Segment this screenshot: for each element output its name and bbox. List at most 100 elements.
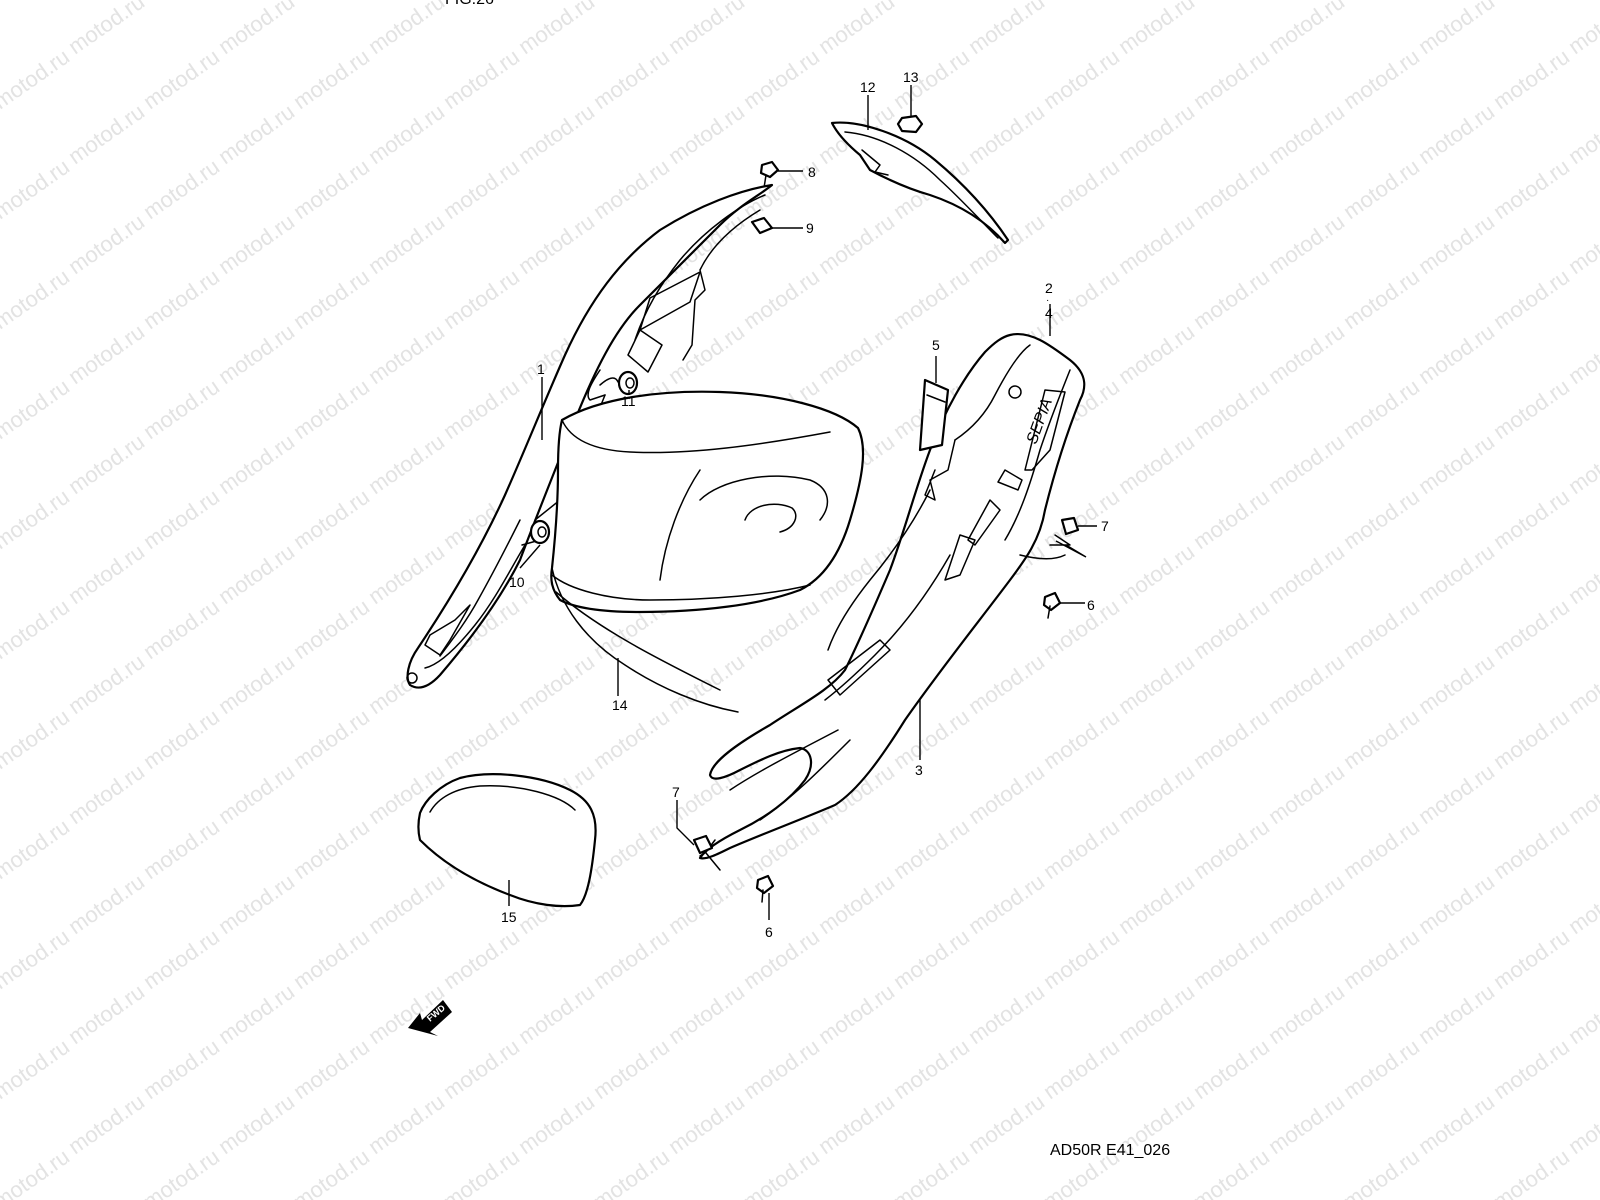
watermark-text: motod.ru [1489, 0, 1574, 4]
watermark-text: motod.ru [814, 1089, 899, 1159]
watermark-text: motod.ru [589, 44, 674, 114]
watermark-text: motod.ru [1114, 209, 1199, 279]
callout-7-upper: 7 [1101, 518, 1109, 534]
watermark-text: motod.ru [514, 979, 599, 1049]
watermark-text: motod.ru [214, 319, 299, 389]
watermark-text: motod.ru [1189, 264, 1274, 334]
watermark-text: motod.ru [964, 99, 1049, 169]
watermark-text: motod.ru [1489, 154, 1574, 224]
watermark-text: motod.ru [1339, 594, 1424, 664]
watermark-text: motod.ru [1564, 0, 1600, 59]
watermark-text: motod.ru [1339, 1034, 1424, 1104]
watermark-text: motod.ru [0, 0, 74, 4]
watermark-text: motod.ru [1489, 1034, 1574, 1104]
watermark-text: motod.ru [889, 814, 974, 884]
callout-4: 4 [1045, 305, 1053, 321]
watermark-text: motod.ru [514, 649, 599, 719]
watermark-text: motod.ru [739, 0, 824, 4]
watermark-text: motod.ru [739, 1034, 824, 1104]
watermark-text: motod.ru [139, 1144, 224, 1200]
watermark-text: motod.ru [739, 264, 824, 334]
watermark-text: motod.ru [589, 154, 674, 224]
watermark-text: motod.ru [139, 1034, 224, 1104]
watermark-text: motod.ru [1564, 649, 1600, 719]
watermark-text: motod.ru [514, 1089, 599, 1159]
watermark-text: motod.ru [739, 924, 824, 994]
watermark-text: motod.ru [814, 869, 899, 939]
watermark-text: motod.ru [514, 209, 599, 279]
watermark-text: motod.ru [1114, 429, 1199, 499]
watermark-text: motod.ru [139, 0, 224, 4]
part-7-lower-clip [692, 834, 721, 871]
watermark-text: motod.ru [1489, 704, 1574, 774]
watermark-text: motod.ru [814, 209, 899, 279]
part-5-rubber-strip [918, 378, 950, 452]
watermark-text: motod.ru [1189, 1144, 1274, 1200]
watermark-text: motod.ru [64, 1089, 149, 1159]
watermark-text: motod.ru [1489, 814, 1574, 884]
watermark-text: motod.ru [1039, 484, 1124, 554]
callout-7-lower: 7 [672, 784, 680, 800]
watermark-text: motod.ru [1489, 44, 1574, 114]
watermark-text: motod.ru [214, 1089, 299, 1159]
watermark-text: motod.ru [1414, 869, 1499, 939]
watermark-text: motod.ru [1339, 44, 1424, 114]
watermark-text: motod.ru [1564, 539, 1600, 609]
watermark-text: motod.ru [0, 814, 74, 884]
watermark-text: motod.ru [589, 704, 674, 774]
watermark-text: motod.ru [1114, 539, 1199, 609]
watermark-text: motod.ru [1564, 869, 1600, 939]
callout-9: 9 [806, 220, 814, 236]
watermark-text: motod.ru [739, 44, 824, 114]
watermark-text: motod.ru [1489, 374, 1574, 444]
watermark-text: motod.ru [1414, 649, 1499, 719]
part-14-helmet-box [550, 390, 865, 713]
watermark-text: motod.ru [0, 1034, 74, 1104]
callout-8: 8 [808, 164, 816, 180]
watermark-text: motod.ru [1189, 374, 1274, 444]
watermark-text: motod.ru [364, 209, 449, 279]
watermark-text: motod.ru [664, 649, 749, 719]
watermark-text: motod.ru [289, 264, 374, 334]
watermark-text: motod.ru [514, 0, 599, 59]
watermark-text: motod.ru [964, 1089, 1049, 1159]
watermark-text: motod.ru [1339, 0, 1424, 4]
watermark-text: motod.ru [1039, 814, 1124, 884]
watermark-text: motod.ru [64, 649, 149, 719]
watermark-text: motod.ru [439, 1144, 524, 1200]
watermark-text: motod.ru [1414, 319, 1499, 389]
watermark-text: motod.ru [1339, 264, 1424, 334]
watermark-text: motod.ru [139, 594, 224, 664]
leader-lines [508, 85, 1097, 920]
watermark-text: motod.ru [964, 649, 1049, 719]
watermark-text: motod.ru [1564, 979, 1600, 1049]
watermark-text: motod.ru [589, 1144, 674, 1200]
watermark-text: motod.ru [1564, 209, 1600, 279]
watermark-text: motod.ru [1564, 99, 1600, 169]
watermark-text: motod.ru [139, 154, 224, 224]
part-9-clip [750, 216, 774, 235]
watermark-text: motod.ru [1414, 429, 1499, 499]
watermark-text: motod.ru [1339, 704, 1424, 774]
watermark-text: motod.ru [1339, 484, 1424, 554]
watermark-text: motod.ru [0, 704, 74, 774]
watermark-text: motod.ru [1264, 99, 1349, 169]
watermark-text: motod.ru [364, 539, 449, 609]
watermark-text: motod.ru [589, 1034, 674, 1104]
watermark-text: motod.ru [289, 704, 374, 774]
watermark-text: motod.ru [1339, 924, 1424, 994]
watermark-text: motod.ru [214, 759, 299, 829]
watermark-text: motod.ru [64, 209, 149, 279]
watermark-text: motod.ru [289, 594, 374, 664]
watermark-text: motod.ru [1189, 484, 1274, 554]
watermark-text: motod.ru [1189, 704, 1274, 774]
watermark-text: motod.ru [1564, 319, 1600, 389]
watermark-text: motod.ru [889, 0, 974, 4]
watermark-text: motod.ru [214, 539, 299, 609]
watermark-text: motod.ru [1264, 869, 1349, 939]
watermark-text: motod.ru [439, 374, 524, 444]
page-header-clipped: FIG.26 [445, 0, 494, 8]
watermark-text: motod.ru [664, 1089, 749, 1159]
watermark-text: motod.ru [964, 979, 1049, 1049]
